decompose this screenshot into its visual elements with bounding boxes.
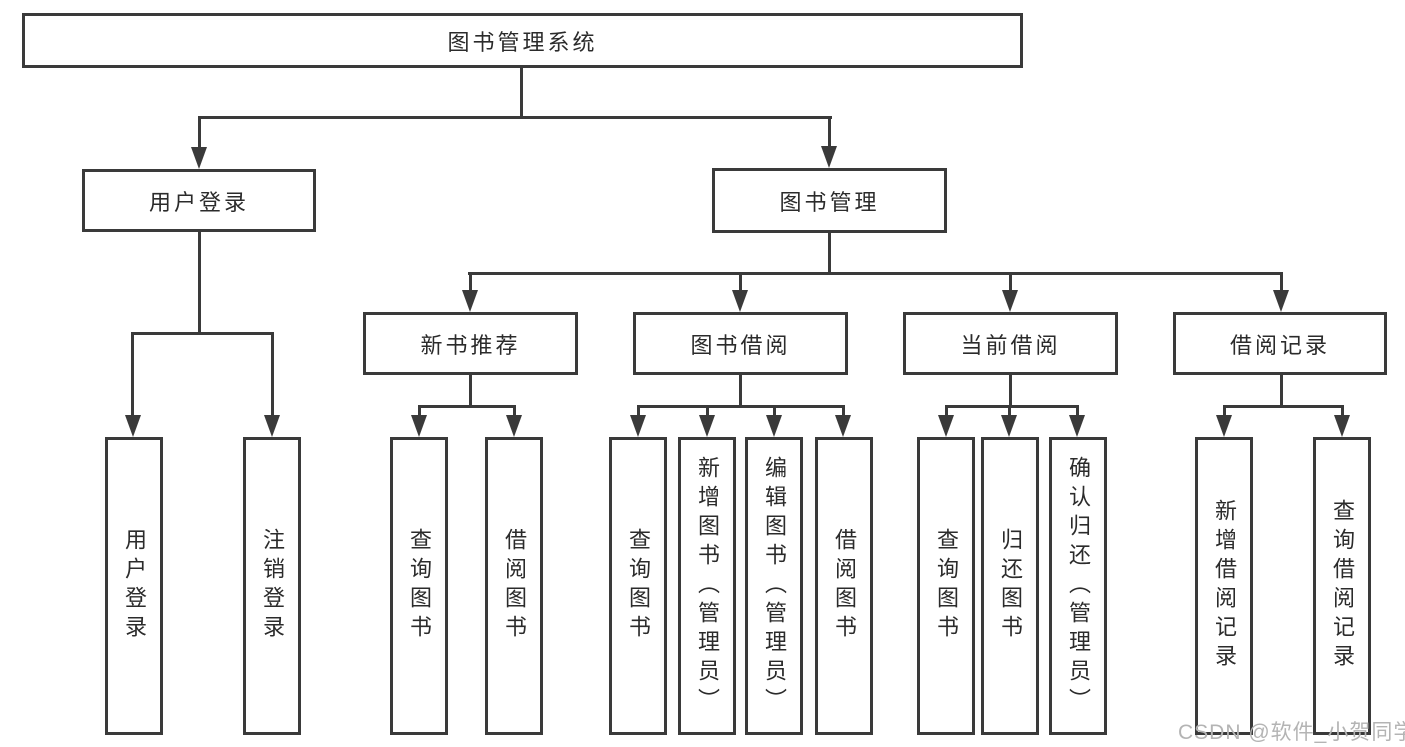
leaf-add-borrow-record: 新增借阅记录 xyxy=(1195,437,1253,735)
arrow-down-icon xyxy=(1001,415,1017,437)
arrow-down-icon xyxy=(699,415,715,437)
connector-line xyxy=(706,405,709,419)
connector-line xyxy=(1008,405,1011,419)
arrow-down-icon xyxy=(766,415,782,437)
connector-line xyxy=(1076,405,1079,419)
node-book-borrow: 图书借阅 xyxy=(633,312,848,375)
node-current-borrow: 当前借阅 xyxy=(903,312,1118,375)
leaf-user-login: 用户登录 xyxy=(105,437,163,735)
connector-line xyxy=(131,332,134,417)
leaf-query-book-current: 查询图书 xyxy=(917,437,975,735)
node-label: 归还图书 xyxy=(998,528,1023,644)
node-label: 用户登录 xyxy=(122,528,147,644)
leaf-borrow-book: 借阅图书 xyxy=(815,437,873,735)
connector-line xyxy=(468,272,1283,275)
arrow-down-icon xyxy=(191,147,207,169)
watermark: CSDN @软件_小贺同学 xyxy=(1178,721,1405,744)
node-label: 确认归还（管理员） xyxy=(1066,455,1091,717)
node-label: 查询借阅记录 xyxy=(1330,499,1355,673)
connector-line xyxy=(418,405,421,419)
node-label: 注销登录 xyxy=(260,528,285,644)
node-label: 编辑图书（管理员） xyxy=(762,455,787,717)
leaf-query-borrow-record: 查询借阅记录 xyxy=(1313,437,1371,735)
connector-line xyxy=(1280,272,1283,292)
node-label: 借阅记录 xyxy=(1229,332,1330,358)
arrow-down-icon xyxy=(411,415,427,437)
connector-line xyxy=(520,67,523,118)
node-borrow-records: 借阅记录 xyxy=(1173,312,1387,375)
leaf-add-book-admin: 新增图书（管理员） xyxy=(678,437,736,735)
connector-line xyxy=(739,272,742,292)
connector-line xyxy=(198,232,201,333)
connector-line xyxy=(198,116,201,154)
node-label: 新增借阅记录 xyxy=(1212,499,1237,673)
arrow-down-icon xyxy=(1216,415,1232,437)
connector-line xyxy=(1280,374,1283,407)
arrow-down-icon xyxy=(506,415,522,437)
node-label: 新书推荐 xyxy=(420,332,521,358)
leaf-return-book: 归还图书 xyxy=(981,437,1039,735)
arrow-down-icon xyxy=(821,146,837,168)
connector-line xyxy=(637,405,844,408)
connector-line xyxy=(271,332,274,417)
connector-line xyxy=(198,116,832,119)
node-label: 图书借阅 xyxy=(690,332,791,358)
node-label: 查询图书 xyxy=(626,528,651,644)
connector-line xyxy=(1223,405,1226,419)
arrow-down-icon xyxy=(835,415,851,437)
leaf-logout: 注销登录 xyxy=(243,437,301,735)
node-label: 借阅图书 xyxy=(502,528,527,644)
connector-line xyxy=(131,332,274,335)
node-label: 借阅图书 xyxy=(832,528,857,644)
node-label: 当前借阅 xyxy=(960,332,1061,358)
arrow-down-icon xyxy=(630,415,646,437)
arrow-down-icon xyxy=(1069,415,1085,437)
connector-line xyxy=(842,405,845,419)
connector-line xyxy=(945,405,948,419)
connector-line xyxy=(469,272,472,292)
node-label: 用户登录 xyxy=(148,189,249,215)
arrow-down-icon xyxy=(732,290,748,312)
connector-line xyxy=(945,405,1078,408)
arrow-down-icon xyxy=(1002,290,1018,312)
connector-line xyxy=(513,405,516,419)
arrow-down-icon xyxy=(264,415,280,437)
connector-line xyxy=(1009,272,1012,292)
node-book-management: 图书管理 xyxy=(712,168,947,233)
leaf-query-book-recommend: 查询图书 xyxy=(390,437,448,735)
arrow-down-icon xyxy=(1273,290,1289,312)
node-label: 查询图书 xyxy=(934,528,959,644)
arrow-down-icon xyxy=(462,290,478,312)
connector-line xyxy=(1223,405,1343,408)
connector-line xyxy=(1009,374,1012,407)
connector-line xyxy=(469,374,472,407)
connector-line xyxy=(1341,405,1344,419)
node-user-login: 用户登录 xyxy=(82,169,316,232)
connector-line xyxy=(418,405,515,408)
node-label: 查询图书 xyxy=(407,528,432,644)
node-label: 图书管理 xyxy=(779,189,880,215)
arrow-down-icon xyxy=(1334,415,1350,437)
connector-line xyxy=(739,374,742,407)
leaf-edit-book-admin: 编辑图书（管理员） xyxy=(745,437,803,735)
arrow-down-icon xyxy=(938,415,954,437)
connector-line xyxy=(828,116,831,154)
node-label: 新增图书（管理员） xyxy=(695,455,720,717)
node-new-book-recommend: 新书推荐 xyxy=(363,312,578,375)
connector-line xyxy=(828,232,831,274)
connector-line xyxy=(637,405,640,419)
leaf-borrow-book-recommend: 借阅图书 xyxy=(485,437,543,735)
node-library-management-system: 图书管理系统 xyxy=(22,13,1023,68)
connector-line xyxy=(773,405,776,419)
node-label: 图书管理系统 xyxy=(447,29,598,55)
leaf-query-book-borrow: 查询图书 xyxy=(609,437,667,735)
leaf-confirm-return-admin: 确认归还（管理员） xyxy=(1049,437,1107,735)
arrow-down-icon xyxy=(125,415,141,437)
